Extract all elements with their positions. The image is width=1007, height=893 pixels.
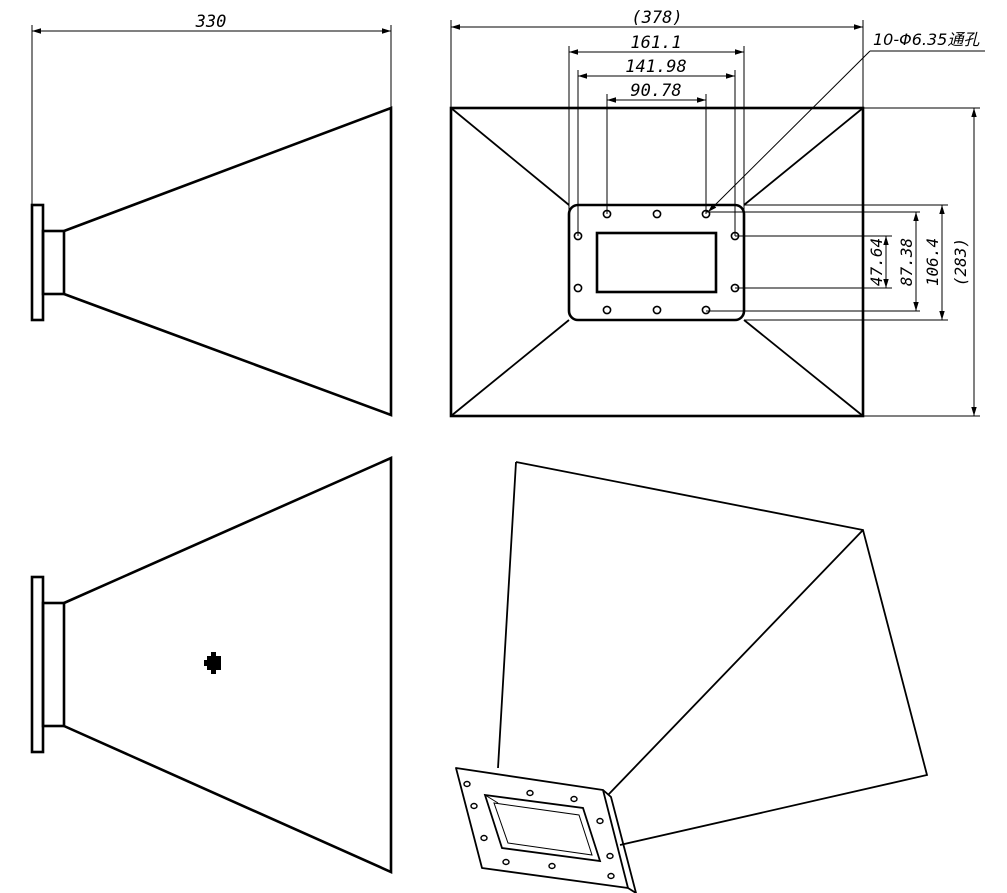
dim-330: 330 — [195, 12, 227, 32]
dim-283: (283) — [951, 238, 970, 286]
front-waveguide-opening — [595, 231, 718, 294]
bolt-holes — [573, 209, 740, 315]
iso-horn-outline — [497, 461, 929, 846]
side-horn-body — [63, 106, 393, 417]
bolt-hole — [652, 209, 662, 219]
hole-note-leader — [707, 50, 871, 213]
dim-141: 141.98 — [625, 57, 686, 77]
bolt-hole — [701, 305, 711, 315]
iso-bolt-holes — [463, 780, 615, 880]
bottom-view — [30, 456, 393, 875]
dim-106: 106.4 — [923, 238, 942, 286]
front-view: (378) 161.1 141.98 90.78 10-Φ6.35通孔 47.6… — [449, 8, 985, 418]
dim-47: 47.64 — [867, 238, 886, 286]
hole-note: 10-Φ6.35通孔 — [873, 30, 980, 49]
dim-90: 90.78 — [630, 81, 681, 101]
bottom-neck — [41, 601, 66, 728]
side-neck — [41, 229, 66, 296]
iso-flange-opening — [483, 793, 602, 863]
bottom-flange — [30, 575, 45, 754]
dim-378: (378) — [631, 8, 682, 28]
front-flange-plate — [567, 203, 746, 322]
isometric-view — [455, 461, 929, 893]
side-flange — [30, 203, 45, 322]
connector-mark — [204, 652, 221, 674]
bottom-horn-body — [63, 456, 393, 875]
iso-flange-edge — [602, 789, 637, 893]
iso-flange — [455, 767, 629, 889]
side-view: 330 — [30, 12, 393, 417]
front-outer-aperture — [449, 106, 865, 418]
dim-87: 87.38 — [897, 238, 916, 286]
dim-161: 161.1 — [630, 33, 681, 53]
bolt-hole — [602, 305, 612, 315]
bolt-hole — [652, 305, 662, 315]
bolt-hole — [573, 283, 583, 293]
